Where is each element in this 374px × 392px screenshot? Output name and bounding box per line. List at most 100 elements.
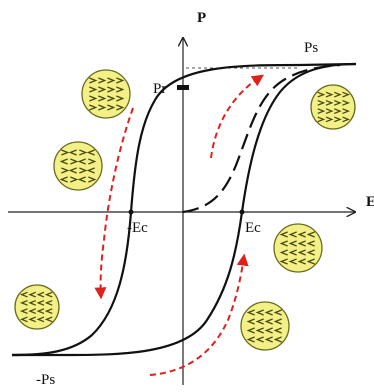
domain-dipole-arrow — [246, 309, 255, 316]
domain-dipole-arrow — [36, 308, 45, 315]
domain-dipole-arrow — [77, 158, 86, 165]
domain-dipole-arrow — [297, 240, 306, 247]
domain-dipole-arrow — [306, 258, 315, 265]
domain-dipole-arrow — [28, 299, 37, 306]
neg-ps-label: -Ps — [36, 372, 55, 388]
ec-point — [239, 209, 245, 215]
domain-dipole-arrow — [36, 291, 45, 298]
domain-dipole-arrow — [255, 336, 264, 343]
arrow-up-bottom — [149, 253, 249, 376]
domain-dipole-arrow — [19, 299, 28, 306]
domain-dipole-arrow — [59, 158, 68, 165]
domain-dipole-arrow — [342, 108, 351, 115]
domain-mid-right — [273, 223, 323, 273]
domain-dipole-arrow — [19, 291, 28, 298]
domain-dipole-arrow — [89, 95, 98, 102]
domain-dipole-arrow — [306, 240, 315, 247]
ps-label: Ps — [304, 40, 318, 56]
domain-dipole-arrow — [246, 327, 255, 334]
domain-dipole-arrow — [264, 327, 273, 334]
domain-dipole-arrow — [107, 86, 116, 93]
domain-dipole-arrow — [98, 77, 107, 84]
domain-dipole-arrow — [79, 149, 88, 156]
domain-dipole-arrow — [36, 299, 45, 306]
domain-dipole-arrow — [61, 167, 70, 174]
domain-dipole-arrow — [107, 77, 116, 84]
domain-dipole-arrow — [19, 316, 28, 323]
domain-dipole-arrow — [342, 91, 351, 98]
domain-dipole-arrow — [279, 258, 288, 265]
domain-bottom-right — [240, 301, 290, 351]
domain-dipole-arrow — [98, 86, 107, 93]
ascending-branch — [12, 62, 357, 357]
domain-dipole-arrow — [28, 316, 37, 323]
domain-dipole-arrow — [28, 308, 37, 315]
domain-dipole-arrow — [86, 167, 95, 174]
domain-dipole-arrow — [297, 231, 306, 238]
neg-ec-label: -Ec — [127, 220, 148, 236]
domain-dipole-arrow — [98, 95, 107, 102]
domain-dipole-arrow — [342, 116, 351, 123]
domain-dipole-arrow — [36, 316, 45, 323]
domain-dipole-arrow — [325, 108, 334, 115]
domain-dipole-arrow — [273, 318, 282, 325]
domain-dipole-arrow — [317, 108, 326, 115]
domain-dipole-arrow — [98, 104, 107, 111]
domain-dipole-arrow — [28, 291, 37, 298]
domain-dipole-arrow — [279, 240, 288, 247]
y-axis-label: P — [197, 10, 206, 26]
domain-circle — [273, 223, 323, 273]
domain-dipole-arrow — [264, 336, 273, 343]
domain-dipole-arrow — [19, 308, 28, 315]
domain-dipole-arrow — [116, 86, 125, 93]
domain-dipole-arrow — [89, 104, 98, 111]
domain-dipole-arrow — [44, 299, 53, 306]
domain-dipole-arrow — [317, 91, 326, 98]
pr-label: Pr — [153, 81, 166, 97]
neg-ec-point — [128, 209, 134, 215]
ec-label: Ec — [245, 220, 261, 236]
domain-dipole-arrow — [288, 249, 297, 256]
domain-dipole-arrow — [317, 116, 326, 123]
domain-dipole-arrow — [255, 309, 264, 316]
domain-dipole-arrow — [325, 99, 334, 106]
domain-dipole-arrow — [77, 176, 86, 183]
domain-dipole-arrow — [279, 249, 288, 256]
domain-dipole-arrow — [44, 291, 53, 298]
domain-circle — [81, 69, 131, 119]
domain-dipole-arrow — [306, 249, 315, 256]
arrow-up-right — [210, 74, 264, 159]
domain-dipole-arrow — [255, 318, 264, 325]
descending-branch — [11, 62, 357, 357]
domain-dipole-arrow — [68, 149, 77, 156]
domain-dipole-arrow — [116, 104, 125, 111]
domain-dipole-arrow — [317, 99, 326, 106]
domain-dipole-arrow — [107, 104, 116, 111]
domain-dipole-arrow — [89, 77, 98, 84]
domain-dipole-arrow — [333, 108, 342, 115]
domain-dipole-arrow — [333, 91, 342, 98]
arrow-down-left — [94, 107, 134, 300]
domain-top-left — [81, 69, 131, 119]
domain-dipole-arrow — [44, 308, 53, 315]
domain-mid-left — [53, 141, 103, 191]
domain-top-right — [310, 84, 356, 130]
x-axis-label: E — [366, 194, 374, 210]
pr-marker — [177, 85, 189, 90]
domain-dipole-arrow — [88, 158, 97, 165]
domain-dipole-arrow — [116, 77, 125, 84]
domain-dipole-arrow — [288, 231, 297, 238]
domain-dipole-arrow — [44, 316, 53, 323]
domain-dipole-arrow — [325, 116, 334, 123]
domain-dipole-arrow — [107, 95, 116, 102]
domain-group — [14, 69, 356, 351]
domain-dipole-arrow — [306, 231, 315, 238]
domain-dipole-arrow — [88, 176, 97, 183]
domain-dipole-arrow — [116, 95, 125, 102]
domain-dipole-arrow — [70, 158, 79, 165]
domain-dipole-arrow — [68, 167, 77, 174]
domain-dipole-arrow — [333, 116, 342, 123]
domain-dipole-arrow — [255, 327, 264, 334]
domain-dipole-arrow — [325, 91, 334, 98]
